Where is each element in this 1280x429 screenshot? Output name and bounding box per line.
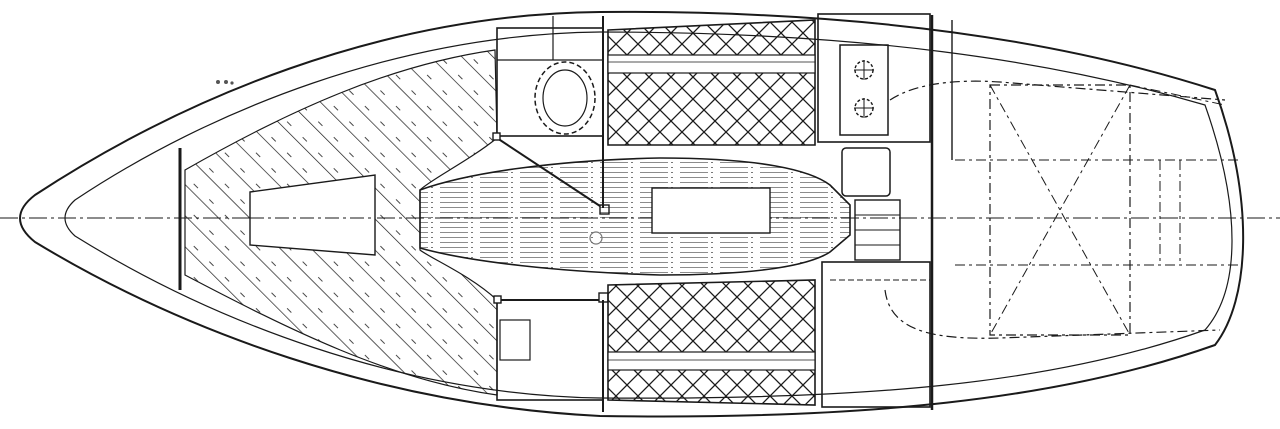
saloon-table — [419, 157, 851, 276]
toilet-bowl — [534, 61, 596, 135]
mast-step — [589, 231, 603, 245]
stove — [839, 44, 889, 136]
galley-unit — [817, 13, 931, 143]
chart-table — [821, 261, 931, 408]
cockpit-well — [889, 80, 1226, 101]
hanging-locker — [496, 299, 604, 401]
head-compartment — [496, 27, 604, 137]
saloon-settee-starboard — [607, 279, 816, 406]
table-leaf — [651, 187, 771, 234]
hull-outline — [19, 10, 1245, 418]
v-berth-filler — [249, 174, 376, 256]
saloon-settee-port — [607, 19, 816, 146]
cockpit-sole — [989, 84, 1131, 336]
